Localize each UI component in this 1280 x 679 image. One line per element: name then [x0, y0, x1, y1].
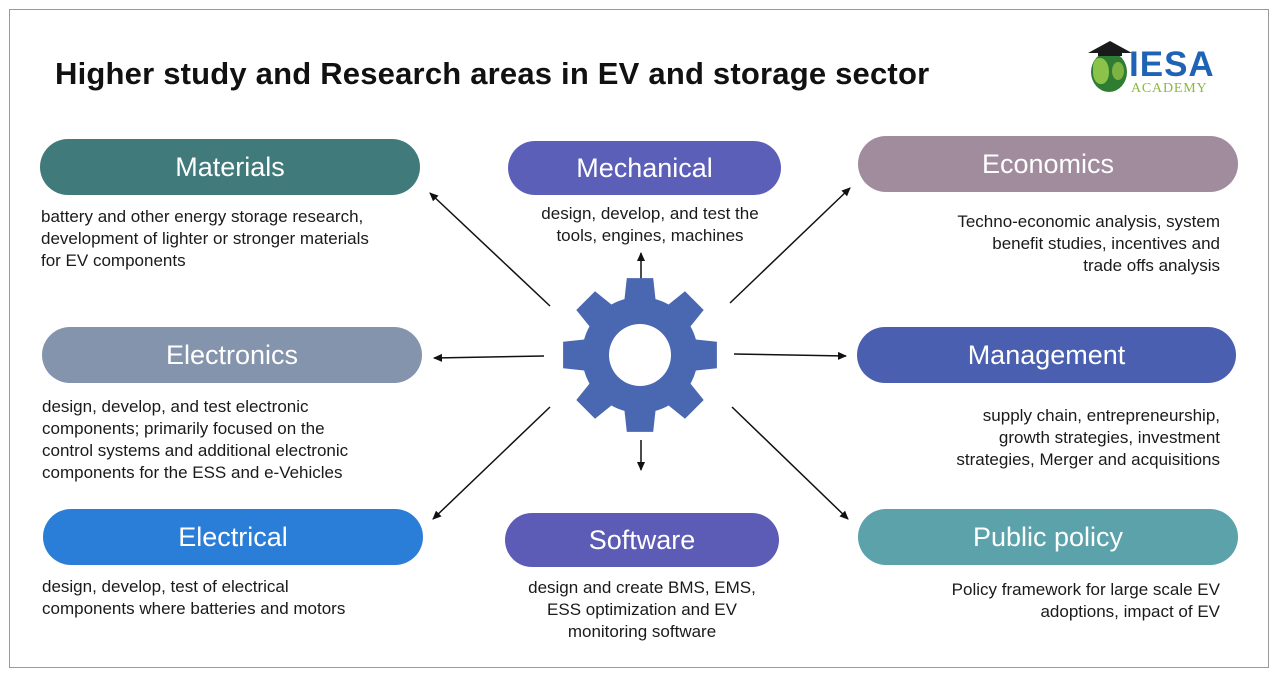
arrow-public-policy	[731, 406, 849, 520]
outer-frame	[9, 9, 1269, 668]
arrow-electrical	[432, 406, 551, 520]
materials-description: battery and other energy storage researc…	[41, 207, 369, 270]
electrical-label: Electrical	[178, 521, 288, 552]
mechanical-pill: Mechanical	[508, 141, 781, 195]
globe-icon	[1091, 52, 1127, 92]
electrical-description: design, develop, test of electrical comp…	[42, 577, 346, 618]
arrow-management	[733, 351, 847, 360]
logo-text: IESA	[1129, 45, 1215, 84]
mechanical-description: design, develop, and test the tools, eng…	[541, 204, 759, 245]
electrical-pill: Electrical	[43, 509, 423, 565]
public-policy-description: Policy framework for large scale EV adop…	[951, 580, 1220, 621]
arrow-economics	[729, 187, 851, 304]
electronics-description: design, develop, and test electronic com…	[42, 397, 349, 482]
management-pill: Management	[857, 327, 1236, 383]
management-label: Management	[967, 339, 1126, 370]
page-title: Higher study and Research areas in EV an…	[55, 56, 930, 91]
public-policy-label: Public policy	[972, 521, 1124, 552]
economics-pill: Economics	[858, 136, 1238, 192]
iesa-academy-logo: IESA ACADEMY	[1088, 40, 1218, 98]
software-pill: Software	[505, 513, 779, 567]
mechanical-label: Mechanical	[576, 152, 713, 183]
software-label: Software	[588, 524, 696, 555]
gear-icon	[563, 278, 717, 432]
electronics-label: Electronics	[165, 339, 299, 370]
management-description: supply chain, entrepreneurship, growth s…	[956, 406, 1220, 469]
gear-shape	[563, 278, 717, 432]
economics-label: Economics	[981, 148, 1115, 179]
materials-pill: Materials	[40, 139, 420, 195]
electronics-pill: Electronics	[42, 327, 422, 383]
arrow-materials	[429, 192, 551, 307]
arrow-electronics	[433, 353, 545, 362]
economics-description: Techno-economic analysis, system benefit…	[957, 212, 1220, 275]
materials-label: Materials	[175, 151, 285, 182]
public-policy-pill: Public policy	[858, 509, 1238, 565]
logo-subtext: ACADEMY	[1131, 81, 1208, 96]
software-description: design and create BMS, EMS, ESS optimiza…	[528, 578, 756, 641]
